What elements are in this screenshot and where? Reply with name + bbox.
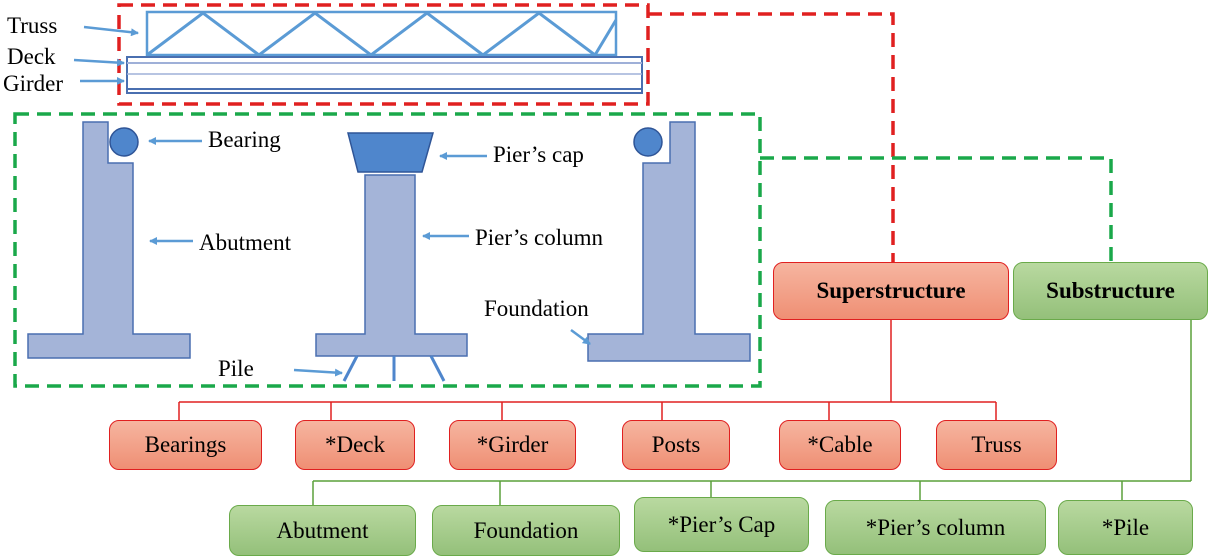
- superstructure-tree-lines: [178, 320, 997, 420]
- superstructure-item-truss: Truss: [936, 420, 1057, 470]
- pier-cap-drawing: [347, 132, 434, 173]
- pier-column-label: Pier’s column: [475, 225, 603, 250]
- left-abutment-drawing: [27, 121, 191, 359]
- foundation-label: Foundation: [484, 296, 589, 321]
- foundation-arrow: [570, 328, 591, 346]
- substructure-tree-lines: [312, 320, 1192, 505]
- right-bearing-drawing: [633, 127, 663, 157]
- substructure-item-abutment: Abutment: [229, 505, 416, 556]
- left-bearing-drawing: [109, 127, 139, 157]
- deck-arrow: [73, 58, 125, 67]
- substructure-connector: [760, 156, 1113, 262]
- truss-drawing: [145, 10, 618, 58]
- substructure-item-pier-cap: *Pier’s Cap: [634, 497, 809, 552]
- superstructure-item-bearings: Bearings: [109, 420, 262, 470]
- superstructure-item-cable: *Cable: [779, 420, 901, 470]
- pier-cap-label: Pier’s cap: [493, 142, 584, 167]
- pile-drawing: [342, 355, 446, 382]
- superstructure-group-frame: [117, 3, 650, 106]
- substructure-item-pier-column: *Pier’s column: [825, 500, 1046, 555]
- deck-label: Deck: [7, 44, 56, 69]
- substructure-box: Substructure: [1013, 262, 1208, 320]
- pile-label: Pile: [218, 356, 254, 381]
- bearing-label: Bearing: [208, 127, 281, 152]
- superstructure-item-deck: *Deck: [295, 420, 415, 470]
- truss-label: Truss: [7, 13, 58, 38]
- girder-label: Girder: [3, 71, 64, 96]
- superstructure-item-girder: *Girder: [449, 420, 576, 470]
- right-abutment-drawing: [587, 121, 751, 362]
- superstructure-item-posts: Posts: [622, 420, 730, 470]
- substructure-item-foundation: Foundation: [432, 505, 620, 556]
- substructure-item-pile: *Pile: [1058, 500, 1193, 555]
- substructure-group-frame: [13, 112, 762, 388]
- truss-arrow: [83, 25, 139, 37]
- superstructure-connector: [648, 12, 895, 262]
- pile-arrow: [293, 368, 343, 377]
- deck-girder-drawing: [126, 56, 643, 94]
- pier-column-drawing: [315, 174, 468, 357]
- superstructure-box: Superstructure: [773, 262, 1009, 320]
- abutment-label: Abutment: [199, 230, 291, 255]
